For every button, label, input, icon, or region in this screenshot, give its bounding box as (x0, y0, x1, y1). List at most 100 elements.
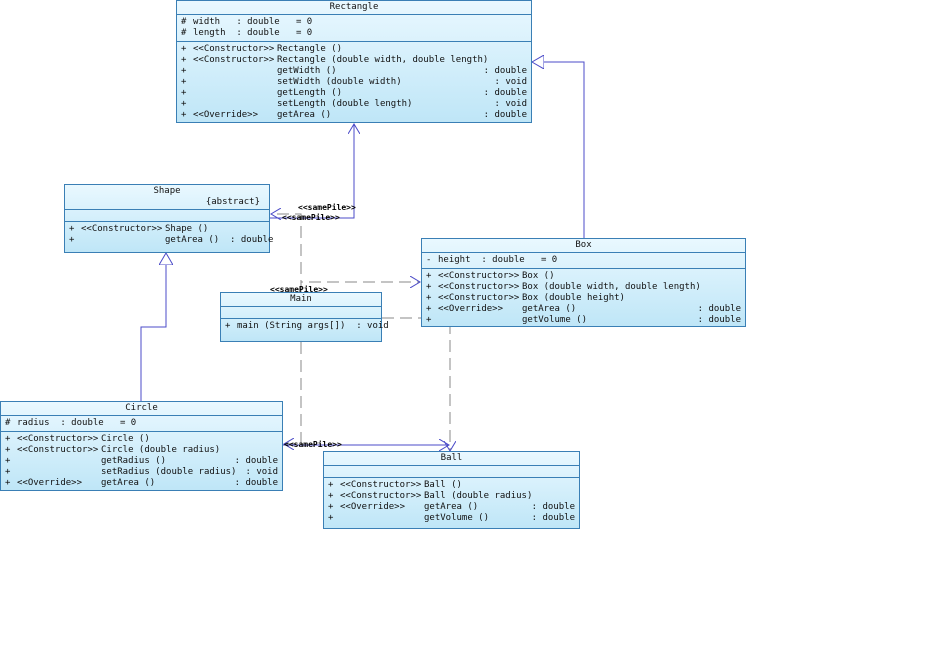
operation-row[interactable]: +<<Constructor>>Circle (double radius) (5, 445, 278, 456)
return-type: : double (697, 315, 741, 325)
attribute-row[interactable]: # length : double = 0 (181, 28, 527, 39)
attribute-row[interactable]: # width : double = 0 (181, 17, 527, 28)
visibility-marker: + (69, 224, 75, 234)
visibility-marker: + (328, 513, 334, 523)
operation-signature: Circle () (101, 434, 150, 444)
class-circle-name: Circle (1, 402, 282, 416)
operation-row[interactable]: +<<Constructor>>Rectangle (double width,… (181, 55, 527, 66)
operation-row[interactable]: +setLength (double length): void (181, 99, 527, 110)
circle-extends-shape-edge (140, 253, 166, 401)
operation-row[interactable]: +<<Constructor>>Ball (double radius) (328, 491, 575, 502)
class-main-attributes (221, 307, 381, 319)
operation-signature: getArea () (101, 478, 156, 488)
visibility-marker: + (5, 478, 11, 488)
operation-row[interactable]: + <<Constructor>>Shape () (69, 224, 265, 235)
visibility-marker: + (328, 480, 334, 490)
return-type: : double (483, 66, 527, 76)
class-rectangle[interactable]: Rectangle #width : double = 0#length : d… (176, 0, 532, 123)
visibility-marker: # (181, 17, 187, 27)
class-shape-operations: + <<Constructor>>Shape ()+getArea () : do… (65, 222, 273, 248)
return-type: : void (494, 99, 527, 109)
class-shape-name: Shape (153, 186, 181, 196)
visibility-marker: + (225, 321, 231, 331)
stereotype-label (193, 88, 277, 99)
operation-row[interactable]: +<<Override>>getArea (): double (426, 304, 741, 315)
class-ball-name: Ball (324, 452, 579, 466)
visibility-marker: + (426, 282, 432, 292)
operation-row[interactable]: + getWidth () : double (181, 66, 527, 77)
class-circle[interactable]: Circle #radius : double = 0 +<<Construct… (0, 401, 283, 491)
operation-signature: getVolume () (424, 513, 490, 523)
stereotype-label (193, 66, 277, 77)
stereotype-label: <<Constructor>> (81, 224, 163, 234)
class-shape[interactable]: Shape {abstract} + <<Constructor>>Shape (… (64, 184, 273, 253)
visibility-marker: + (5, 456, 11, 466)
class-ball[interactable]: Ball +<<Constructor>>Ball ()+<<Construct… (323, 451, 580, 529)
visibility-marker: + (426, 304, 432, 314)
operation-row[interactable]: +<<Constructor>>Box (double width, doubl… (426, 282, 741, 293)
operation-row[interactable]: + <<Override>> getArea () : double (328, 502, 575, 513)
samepile-label-shape: <<samePile>> (282, 213, 340, 222)
operation-signature: getArea () : double (165, 235, 274, 245)
class-main-operations: +main (String args[]) : void (221, 319, 389, 334)
main-uses-shape-edge (271, 214, 302, 292)
visibility-marker: + (426, 271, 432, 281)
class-box-attributes: -height : double = 0 (422, 253, 745, 269)
main-uses-circle-edge (284, 342, 302, 444)
visibility-marker: + (181, 99, 187, 109)
visibility-marker: + (328, 502, 334, 512)
stereotype-label: <<Constructor>> (17, 434, 99, 444)
attribute-text: length : double = 0 (193, 28, 313, 38)
operation-row[interactable]: +<<Override>>getArea (): double (181, 110, 527, 121)
operation-row[interactable]: +<<Constructor>>Rectangle () (181, 44, 527, 55)
stereotype-label: <<Override>> (193, 110, 259, 120)
stereotype-label: <<Override>> (438, 304, 504, 314)
operation-row[interactable]: +<<Override>>getArea (): double (5, 478, 278, 489)
operation-signature: getLength () (277, 88, 343, 98)
operation-row[interactable]: +<<Constructor>>Box () (426, 271, 741, 282)
return-type: : void (245, 467, 278, 477)
stereotype-label: <<Override>> (340, 502, 406, 512)
main-uses-ball-edge (382, 317, 450, 451)
operation-row[interactable]: +getArea () : double (69, 235, 273, 246)
class-main[interactable]: Main +main (String args[]) : void (220, 292, 389, 342)
attribute-text: width : double = 0 (193, 17, 313, 27)
visibility-marker: # (181, 28, 187, 38)
operation-row[interactable]: +main (String args[]) : void (225, 321, 389, 332)
visibility-marker: + (181, 88, 187, 98)
class-shape-header: Shape {abstract} (65, 185, 269, 210)
operation-row[interactable]: +getRadius (): double (5, 456, 278, 467)
operation-signature: setWidth (double width) (277, 77, 402, 87)
operation-signature: getArea () (424, 502, 479, 512)
operation-signature: Shape () (165, 224, 209, 234)
class-rectangle-attributes: # width : double = 0 # length : double = 0 (177, 15, 531, 42)
operation-signature: getWidth () (277, 66, 337, 76)
operation-row[interactable]: +setWidth (double width): void (181, 77, 527, 88)
attribute-row[interactable]: -height : double = 0 (426, 255, 741, 266)
operation-row[interactable]: +<<Constructor>>Box (double height) (426, 293, 741, 304)
return-type: : double (531, 502, 575, 512)
operation-row[interactable]: + getVolume () : double (328, 513, 575, 524)
operation-signature: Box (double height) (522, 293, 625, 303)
attribute-row[interactable]: #radius : double = 0 (5, 418, 278, 429)
samepile-label-ball: <<samePile>> (284, 440, 342, 449)
stereotype-label (438, 315, 522, 326)
operation-row[interactable]: +setRadius (double radius): void (5, 467, 278, 478)
operation-row[interactable]: +<<Constructor>>Ball () (328, 480, 575, 491)
operation-signature: getRadius () (101, 456, 167, 466)
return-type: : double (531, 513, 575, 523)
class-shape-constraint: {abstract} (205, 197, 260, 207)
samepile-label-rectangle: <<samePile>> (298, 203, 356, 212)
stereotype-label: <<Constructor>> (17, 445, 99, 455)
visibility-marker: + (181, 66, 187, 76)
operation-row[interactable]: + <<Constructor>>Circle () (5, 434, 278, 445)
operation-signature: Ball (double radius) (424, 491, 533, 501)
visibility-marker: + (5, 467, 11, 477)
operation-row[interactable]: +getLength (): double (181, 88, 527, 99)
visibility-marker: - (426, 255, 432, 265)
operation-row[interactable]: +getVolume (): double (426, 315, 741, 326)
stereotype-label: <<Constructor>> (193, 55, 275, 65)
visibility-marker: + (5, 434, 11, 444)
stereotype-label: <<Constructor>> (438, 271, 520, 281)
class-box[interactable]: Box -height : double = 0 +<<Constructor>… (421, 238, 746, 327)
